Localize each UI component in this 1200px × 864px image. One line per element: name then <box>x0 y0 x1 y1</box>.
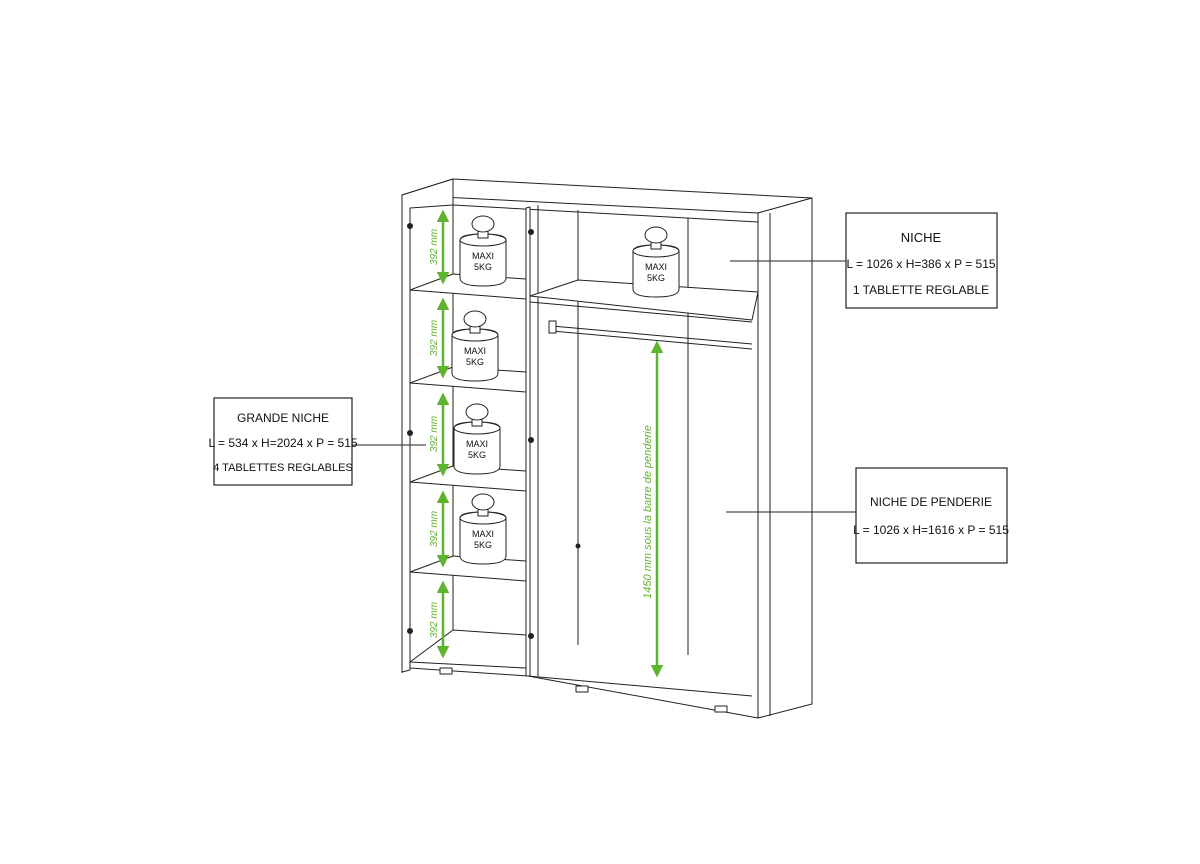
weight-label-line1: MAXI <box>472 251 494 261</box>
dimension-labels: 392 mm 392 mm 392 mm 392 mm 392 mm 1450 … <box>429 229 654 638</box>
callout-niche: NICHE L = 1026 x H=386 x P = 515 1 TABLE… <box>845 212 998 309</box>
weight-label-line2: 5KG <box>647 273 665 283</box>
weight-label-line2: 5KG <box>474 540 492 550</box>
shelf-gap-label-4: 392 mm <box>429 511 440 547</box>
callout-niche-note: 1 TABLETTE REGLABLE <box>853 283 989 297</box>
weight-label-line1: MAXI <box>464 346 486 356</box>
weight-icon: MAXI 5KG <box>451 310 499 382</box>
hanging-rail <box>548 320 753 350</box>
leader-lines <box>352 260 856 513</box>
shelf-gap-label-1: 392 mm <box>429 229 440 265</box>
weight-icon: MAXI 5KG <box>459 493 507 565</box>
callout-grande-niche-title: GRANDE NICHE <box>237 411 329 425</box>
shelf-gap-label-2: 392 mm <box>429 320 440 356</box>
feet <box>439 667 728 713</box>
hinge-marks <box>407 223 581 639</box>
upper-right-shelf <box>529 279 759 321</box>
callout-penderie-title: NICHE DE PENDERIE <box>870 495 992 509</box>
weight-icon: MAXI 5KG <box>453 403 501 475</box>
callout-niche-dims: L = 1026 x H=386 x P = 515 <box>846 257 995 271</box>
weight-label-line1: MAXI <box>466 439 488 449</box>
callout-grande-niche-dims: L = 534 x H=2024 x P = 515 <box>208 436 357 450</box>
shelf-gap-label-3: 392 mm <box>429 416 440 452</box>
weight-icon: MAXI 5KG <box>632 226 680 298</box>
weight-label-line1: MAXI <box>645 262 667 272</box>
callout-grande-niche: GRANDE NICHE L = 534 x H=2024 x P = 515 … <box>208 397 358 486</box>
right-side-panel <box>757 197 813 719</box>
weight-icons: MAXI 5KG MAXI 5KG MAXI 5KG MAXI 5KG <box>451 215 680 565</box>
shelf-gap-label-5: 392 mm <box>429 602 440 638</box>
callout-penderie-dims: L = 1026 x H=1616 x P = 515 <box>853 523 1009 537</box>
weight-label-line2: 5KG <box>474 262 492 272</box>
weight-label-line2: 5KG <box>466 357 484 367</box>
top-panel <box>401 178 813 214</box>
dimension-arrows <box>436 209 664 678</box>
weight-label-line2: 5KG <box>468 450 486 460</box>
callout-niche-title: NICHE <box>901 230 942 245</box>
weight-icon: MAXI 5KG <box>459 215 507 287</box>
weight-label-line1: MAXI <box>472 529 494 539</box>
callout-niche-penderie: NICHE DE PENDERIE L = 1026 x H=1616 x P … <box>853 467 1009 564</box>
callout-grande-niche-note: 4 TABLETTES REGLABLES <box>213 462 353 474</box>
hanging-height-label: 1450 mm sous la barre de penderie <box>642 425 654 599</box>
